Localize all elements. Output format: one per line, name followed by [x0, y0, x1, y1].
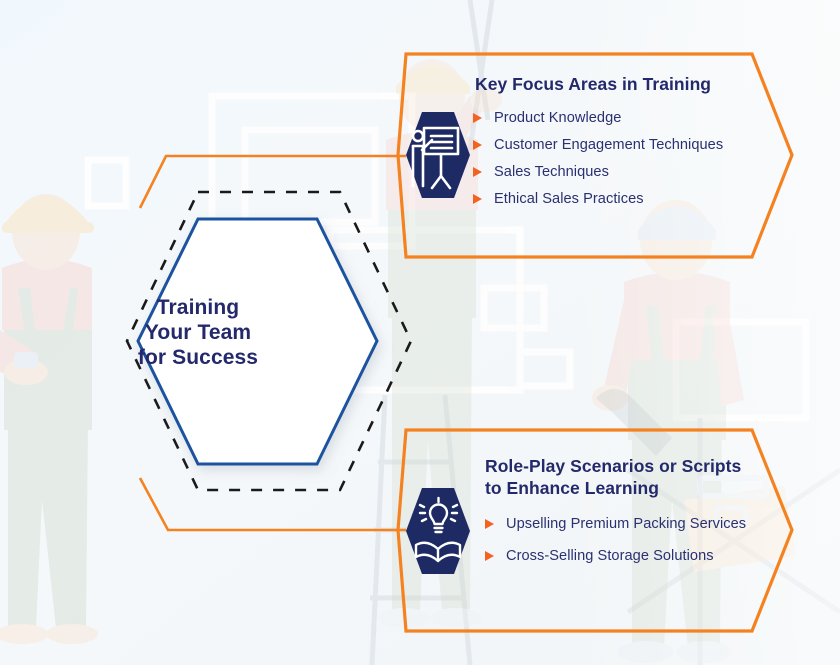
- center-title-line-2: Your Team: [144, 321, 252, 344]
- card-role-play-scenarios-outline[interactable]: [396, 428, 794, 633]
- arrow-bullet-icon: [473, 194, 482, 204]
- list-item: Upselling Premium Packing Services: [485, 515, 760, 534]
- arrow-bullet-icon: [473, 140, 482, 150]
- card-key-focus-areas-outline[interactable]: [396, 52, 794, 259]
- card-key-focus-areas-title: Key Focus Areas in Training: [475, 74, 712, 94]
- worker-left-illustration: [0, 194, 98, 644]
- list-item: Ethical Sales Practices: [473, 190, 783, 209]
- center-hexagon-title: Training Your Team for Success: [108, 295, 288, 370]
- center-hexagon-dashed-outline: [125, 190, 413, 492]
- list-item: Customer Engagement Techniques: [473, 136, 783, 155]
- card-role-play-scenarios-title: Role-Play Scenarios or Scripts to Enhanc…: [485, 455, 760, 499]
- list-item-label: Cross-Selling Storage Solutions: [506, 548, 714, 564]
- list-item: Product Knowledge: [473, 109, 783, 128]
- arrow-bullet-icon: [485, 551, 494, 561]
- arrow-bullet-icon: [473, 167, 482, 177]
- list-item-label: Ethical Sales Practices: [494, 191, 644, 207]
- connector-to-bottom-card: [138, 477, 406, 532]
- card-key-focus-areas-bullets: Product Knowledge Customer Engagement Te…: [473, 109, 783, 209]
- center-title-line-1: Training: [156, 296, 240, 319]
- center-title-line-3: for Success: [137, 346, 259, 369]
- lightbulb-book-icon: [406, 488, 470, 574]
- card-key-focus-areas: Key Focus Areas in Training Product Know…: [473, 73, 783, 217]
- card-role-play-scenarios-bullets: Upselling Premium Packing Services Cross…: [485, 515, 760, 566]
- list-item: Cross-Selling Storage Solutions: [485, 547, 760, 566]
- card-role-play-scenarios: Role-Play Scenarios or Scripts to Enhanc…: [485, 455, 760, 579]
- list-item-label: Product Knowledge: [494, 110, 622, 126]
- center-hexagon-solid: [136, 217, 379, 466]
- list-item-label: Customer Engagement Techniques: [494, 137, 724, 153]
- list-item: Sales Techniques: [473, 163, 783, 182]
- arrow-bullet-icon: [485, 519, 494, 529]
- list-item-label: Sales Techniques: [494, 164, 609, 180]
- arrow-bullet-icon: [473, 113, 482, 123]
- connector-to-top-card: [138, 154, 406, 209]
- card-title-line-2: to Enhance Learning: [485, 478, 660, 498]
- presenter-whiteboard-icon: [406, 112, 470, 198]
- list-item-label: Upselling Premium Packing Services: [506, 516, 747, 532]
- card-title-line-1: Role-Play Scenarios or Scripts: [485, 456, 742, 476]
